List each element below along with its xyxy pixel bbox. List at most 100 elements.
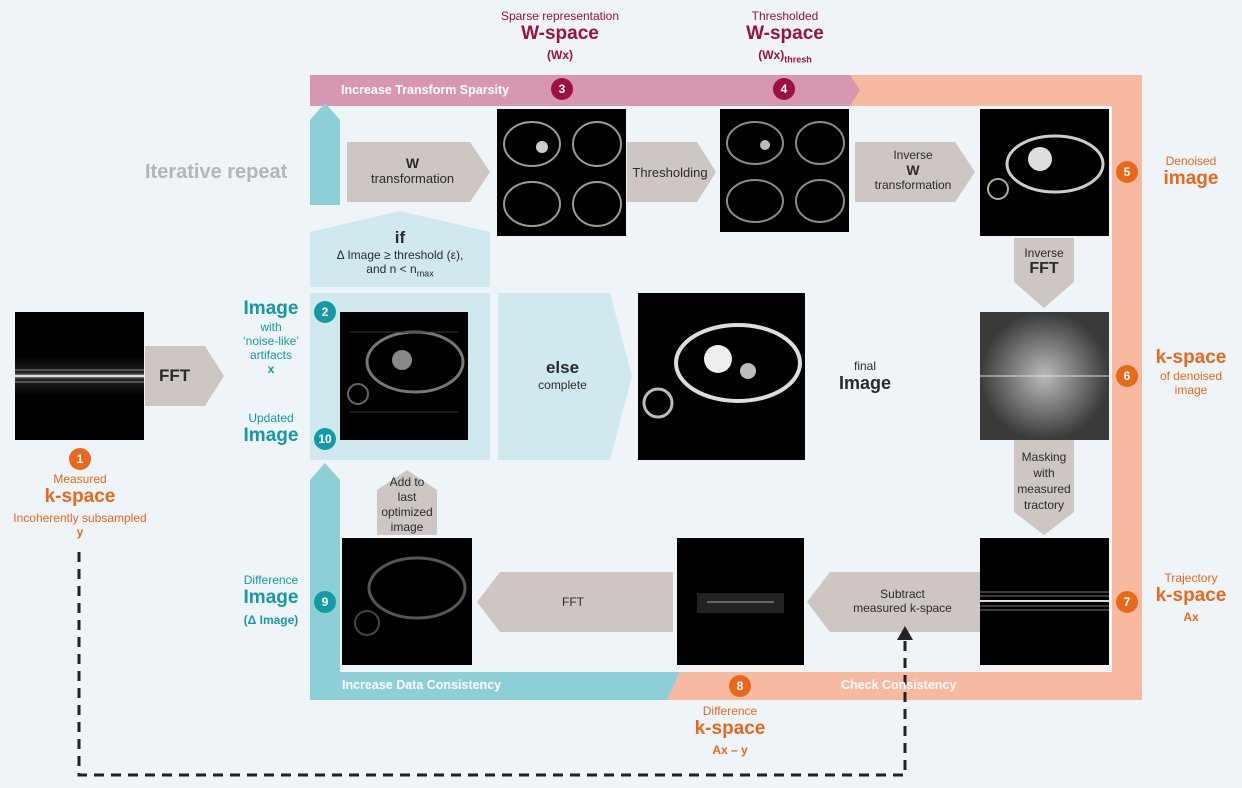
band-label-data-consistency: Increase Data Consistency (342, 678, 502, 692)
image-noise-title: Image (243, 298, 299, 319)
subtract-text: Subtract measured k-space (830, 587, 975, 615)
kspace-denoised-label: k-space of denoised image (1146, 347, 1236, 397)
teal-band-upper (310, 103, 340, 205)
add-to-line1: Add to (389, 475, 425, 489)
inverse-w-text: Inverse W transformation (858, 148, 968, 192)
measured-kspace-label: Measured k-space Incoherently subsampled… (0, 472, 160, 539)
condition-line2: and n < n (366, 262, 417, 276)
w-transform-line1: W (405, 155, 420, 171)
thresholded-sub-index: thresh (784, 54, 812, 65)
image-noise-artifacts: artifacts (249, 348, 292, 362)
step-4-badge: 4 (773, 78, 795, 100)
inverse-fft-text: Inverse FFT (1014, 246, 1074, 278)
step-8-badge: 8 (729, 675, 751, 697)
sparse-title: W-space (521, 23, 599, 44)
subtract-line2: measured k-space (853, 601, 952, 615)
step-6-badge: 6 (1116, 365, 1138, 387)
add-to-line3: optimized (381, 505, 433, 519)
inverse-w-arrow (855, 142, 975, 202)
fft-arrow-left (145, 346, 224, 406)
condition-line2-sub: max (416, 268, 434, 279)
y-line: y (76, 525, 84, 539)
inverse-w-line1: Inverse (893, 148, 933, 162)
thresholded-wspace-image (720, 109, 849, 232)
w-transform-arrow (347, 142, 490, 202)
thresholding-text: Thresholding (632, 165, 708, 180)
sparse-wspace-image (497, 109, 626, 236)
trajectory-kspace-image (980, 538, 1109, 665)
thresholded-sub: (Wx) (758, 48, 785, 62)
iterative-repeat-label: Iterative repeat (145, 161, 288, 183)
thresholded-label: Thresholded W-space (Wx)thresh (700, 9, 870, 64)
step-9-badge: 9 (314, 591, 336, 613)
difference-image-title: Image (243, 587, 299, 608)
trajectory-label: Trajectory k-space Ax (1146, 571, 1236, 624)
pink-band (310, 75, 860, 106)
band-label-sparsity: Increase Transform Sparsity (341, 83, 510, 97)
else-sub: complete (538, 378, 587, 392)
thresholded-title: W-space (746, 23, 824, 44)
difference-kspace-label: Difference k-space Ax – y (670, 704, 790, 757)
band-label-check-consistency: Check Consistency (841, 678, 957, 692)
step-5-badge: 5 (1116, 161, 1138, 183)
difference-kspace-title: k-space (694, 718, 766, 739)
measured-kspace-image (15, 312, 144, 440)
final-image-label: final Image (820, 359, 910, 394)
condition-text: if Δ Image ≥ threshold (ε), and n < nmax (312, 228, 488, 278)
denoised-label: Denoised image (1146, 154, 1236, 190)
denoised-image (980, 109, 1109, 236)
else-arrow (498, 293, 632, 460)
kspace-denoised-image (980, 312, 1109, 440)
dashed-feedback-line (77, 552, 907, 777)
sparse-caption: Sparse representation (500, 9, 620, 23)
difference-kspace-line1: Difference (702, 704, 758, 718)
step-10-badge: 10 (314, 428, 336, 450)
dashed-arrowhead (897, 626, 913, 640)
fft-left-text: FFT (159, 366, 191, 385)
add-to-text: Add to last optimized image (374, 475, 440, 535)
denoised-title: image (1163, 168, 1219, 189)
denoised-line1: Denoised (1165, 154, 1217, 168)
fft-bottom-arrow (477, 572, 673, 632)
measured-kspace-title: k-space (44, 486, 116, 507)
thresholding-arrow (627, 142, 716, 202)
else-title: else (545, 358, 580, 377)
subtract-arrow (807, 572, 980, 632)
step-2-badge: 2 (314, 301, 336, 323)
masking-line1: Masking (1021, 450, 1067, 464)
updated-image-label: Updated Image (225, 411, 317, 447)
masking-text: Masking with measured tractory (1010, 449, 1078, 513)
final-line1: final (853, 359, 876, 373)
step-3-badge: 3 (551, 78, 573, 100)
difference-image-label: Difference Image (Δ Image) (225, 573, 317, 627)
else-text: else complete (500, 358, 625, 392)
difference-kspace-sub: Ax – y (712, 743, 748, 757)
fft-bottom-text: FFT (562, 595, 584, 609)
masking-line4: tractory (1023, 498, 1064, 512)
inverse-fft-line2: FFT (1029, 260, 1059, 277)
difference-image-sub: (Δ Image) (243, 613, 299, 627)
step-7-badge: 7 (1116, 591, 1138, 613)
difference-image-line1: Difference (243, 573, 299, 587)
masking-line2: with (1033, 466, 1055, 480)
masking-arrow (1014, 440, 1074, 535)
teal-band-lower (310, 463, 680, 700)
add-to-line2: last (397, 490, 417, 504)
thresholded-caption: Thresholded (751, 9, 819, 23)
image-noise-with: with (260, 320, 282, 334)
trajectory-title: k-space (1155, 585, 1227, 606)
noisy-image (340, 312, 468, 440)
final-image (638, 293, 805, 460)
image-noise-noise: ‘noise-like’ (242, 334, 300, 348)
trajectory-sub: Ax (1183, 610, 1199, 624)
subtract-line1: Subtract (880, 587, 925, 601)
add-to-line4: image (390, 520, 424, 534)
inverse-fft-line1: Inverse (1024, 246, 1064, 260)
updated-line1: Updated (248, 411, 294, 425)
masking-line3: measured (1017, 482, 1071, 496)
condition-title: if (394, 228, 406, 247)
w-transform-text: W transformation (350, 155, 475, 186)
inverse-w-line3: transformation (874, 178, 952, 192)
image-noise-label: Image with ‘noise-like’ artifacts x (225, 298, 317, 376)
